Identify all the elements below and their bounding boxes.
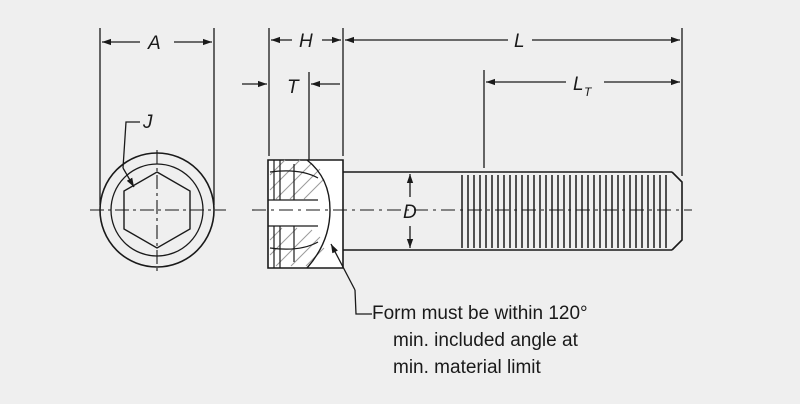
dimension-H xyxy=(268,28,344,156)
screw-head xyxy=(267,159,344,269)
leader-J xyxy=(122,121,140,188)
label-J: J xyxy=(142,112,153,133)
note-leader xyxy=(330,243,372,315)
label-T: T xyxy=(287,77,300,98)
note-line-1: Form must be within 120° xyxy=(372,303,588,324)
screw-shank xyxy=(343,171,683,251)
dimension-L xyxy=(345,28,683,176)
thread-lines xyxy=(461,175,667,248)
dimension-LT xyxy=(483,70,680,168)
label-H: H xyxy=(299,31,313,52)
label-L: L xyxy=(514,31,525,52)
hex-socket xyxy=(123,171,191,249)
note-line-2: min. included angle at xyxy=(393,330,578,351)
label-LT-sub: T xyxy=(584,85,593,99)
note-line-3: min. material limit xyxy=(393,357,541,378)
label-LT-main: L xyxy=(573,74,584,95)
label-A: A xyxy=(147,33,161,54)
end-view xyxy=(90,150,226,272)
dimension-T xyxy=(242,72,340,160)
dimension-A xyxy=(99,28,215,205)
label-D: D xyxy=(403,202,417,223)
